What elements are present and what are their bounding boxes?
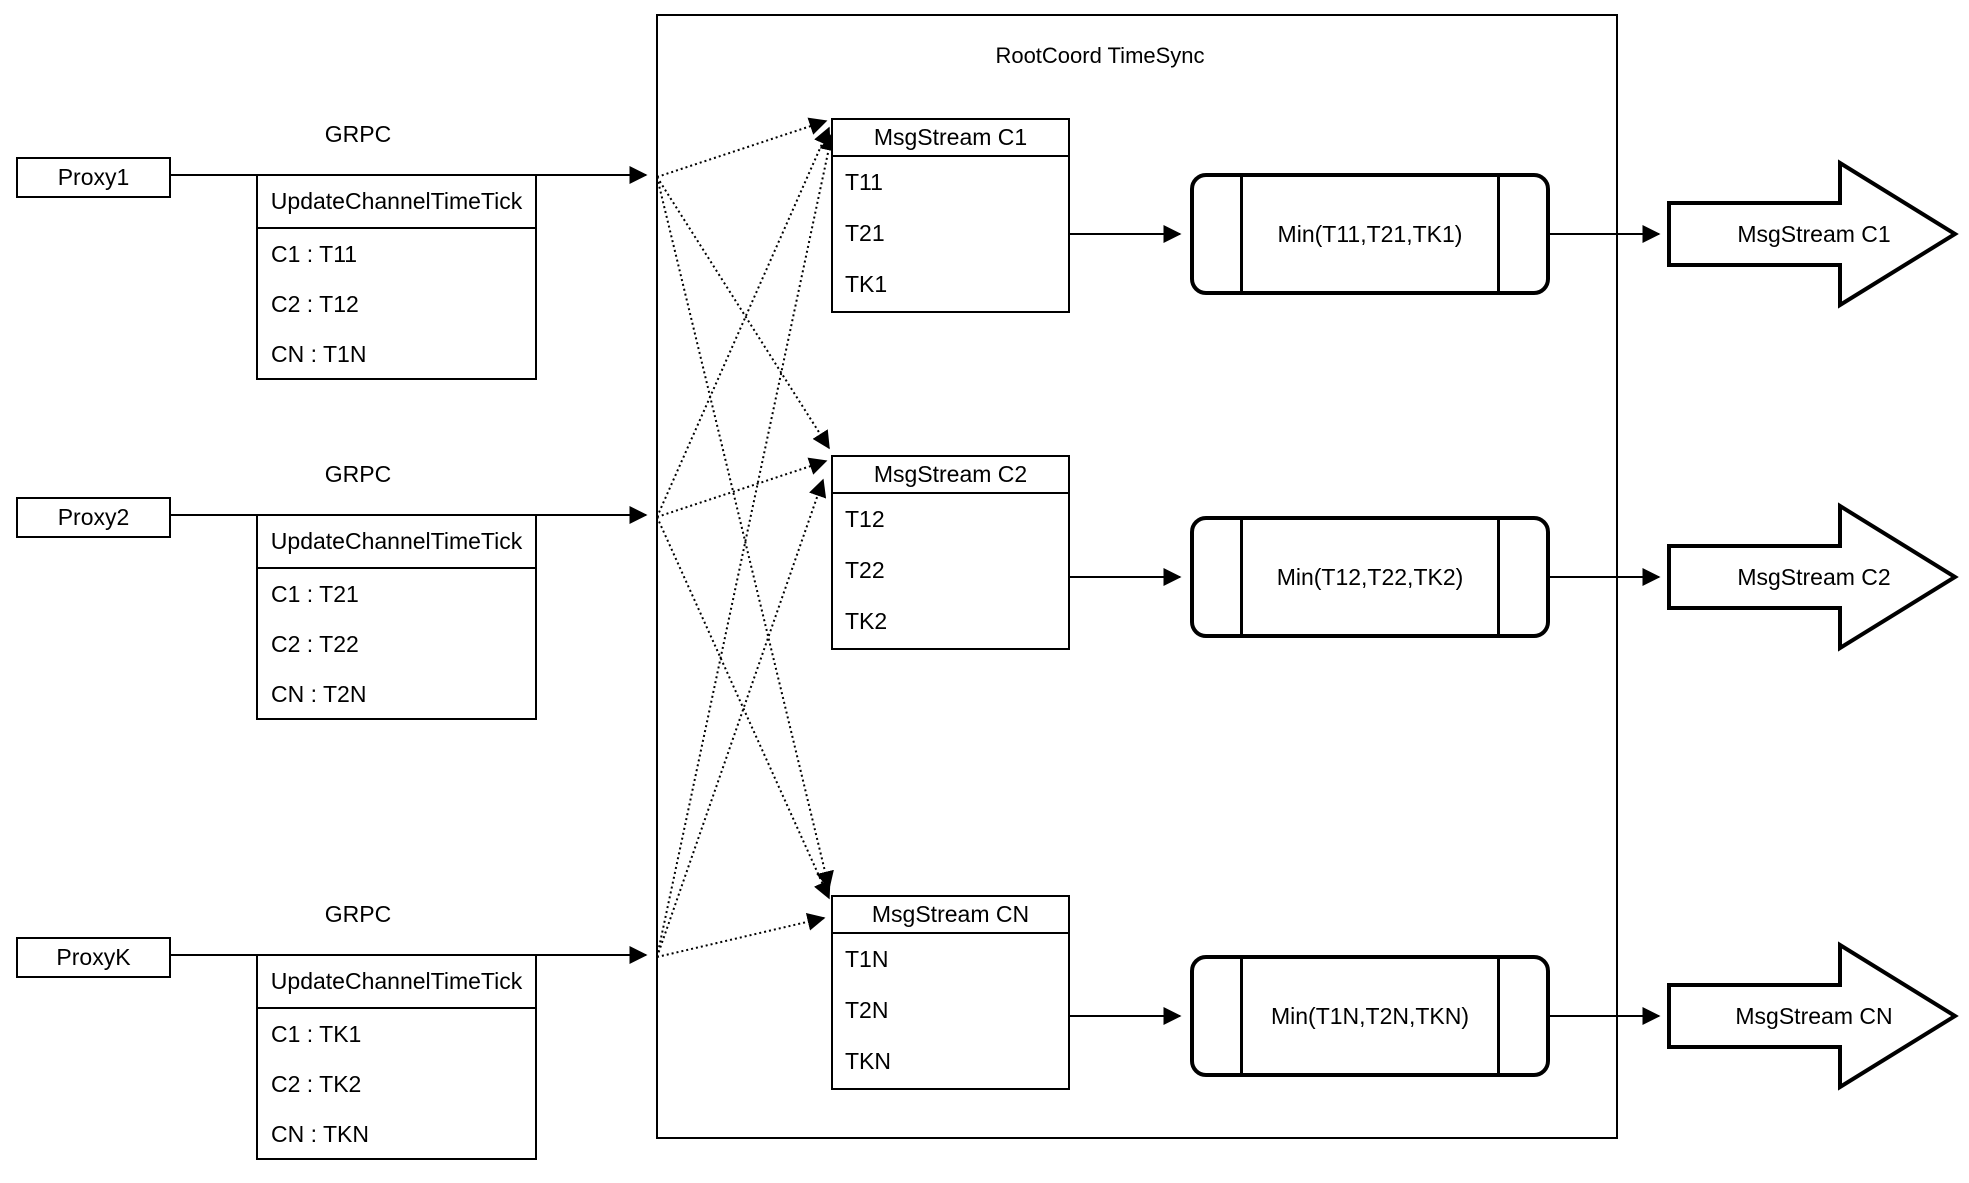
min-c1-label: Min(T11,T21,TK1) bbox=[1277, 220, 1463, 247]
min-c2-label: Min(T12,T22,TK2) bbox=[1276, 563, 1464, 590]
proxy2-grpc-label: GRPC bbox=[324, 461, 392, 487]
min-c2-right-divider bbox=[1497, 520, 1500, 634]
proxy2-box: Proxy2 bbox=[16, 497, 171, 538]
table-row: C2 : TK2 bbox=[271, 1070, 362, 1097]
proxy1-label: Proxy1 bbox=[57, 164, 130, 190]
table-row: T22 bbox=[845, 557, 885, 583]
proxyk-grpc-label: GRPC bbox=[324, 901, 392, 927]
min-c1-right-divider bbox=[1497, 177, 1500, 291]
table-row: C1 : T21 bbox=[271, 580, 359, 607]
proxy1-table-title: UpdateChannelTimeTick bbox=[258, 176, 535, 229]
output-block-arrows bbox=[1667, 159, 1959, 1091]
table-row: T12 bbox=[845, 506, 885, 532]
rootcoord-timesync-title: RootCoord TimeSync bbox=[995, 43, 1205, 68]
table-row: C2 : T12 bbox=[271, 290, 359, 317]
msgstream-c1-output-label: MsgStream C1 bbox=[1737, 220, 1891, 247]
proxyk-box: ProxyK bbox=[16, 937, 171, 978]
proxyk-timetick-table: UpdateChannelTimeTick C1 : TK1 C2 : TK2 … bbox=[256, 954, 537, 1160]
msgstream-c2-output-label: MsgStream C2 bbox=[1737, 563, 1891, 590]
proxyk-label: ProxyK bbox=[56, 944, 131, 970]
table-row: TK2 bbox=[845, 608, 888, 634]
msgstream-cn-table: MsgStream CN T1N T2N TKN bbox=[831, 895, 1070, 1090]
table-row: CN : TKN bbox=[271, 1120, 369, 1147]
min-cn-left-divider bbox=[1240, 959, 1243, 1073]
min-c2-box: Min(T12,T22,TK2) bbox=[1190, 516, 1550, 638]
proxy1-box: Proxy1 bbox=[16, 157, 171, 198]
min-c2-left-divider bbox=[1240, 520, 1243, 634]
table-row: C1 : TK1 bbox=[271, 1020, 362, 1047]
min-c1-box: Min(T11,T21,TK1) bbox=[1190, 173, 1550, 295]
proxy2-table-title: UpdateChannelTimeTick bbox=[258, 516, 535, 569]
table-row: TKN bbox=[845, 1048, 891, 1074]
msgstream-cn-output-label: MsgStream CN bbox=[1735, 1002, 1893, 1029]
proxy1-grpc-label: GRPC bbox=[324, 121, 392, 147]
table-row: T21 bbox=[845, 220, 885, 246]
proxy2-label: Proxy2 bbox=[57, 504, 130, 530]
msgstream-c2-table: MsgStream C2 T12 T22 TK2 bbox=[831, 455, 1070, 650]
table-row: T2N bbox=[845, 997, 889, 1023]
msgstream-c2-title: MsgStream C2 bbox=[833, 457, 1068, 494]
min-cn-label: Min(T1N,T2N,TKN) bbox=[1270, 1002, 1470, 1029]
table-row: T1N bbox=[845, 946, 889, 972]
table-row: C2 : T22 bbox=[271, 630, 359, 657]
min-cn-right-divider bbox=[1497, 959, 1500, 1073]
proxyk-table-title: UpdateChannelTimeTick bbox=[258, 956, 535, 1009]
table-row: T11 bbox=[845, 169, 883, 195]
proxy1-timetick-table: UpdateChannelTimeTick C1 : T11 C2 : T12 … bbox=[256, 174, 537, 380]
min-c1-left-divider bbox=[1240, 177, 1243, 291]
msgstream-c1-title: MsgStream C1 bbox=[833, 120, 1068, 157]
proxy2-timetick-table: UpdateChannelTimeTick C1 : T21 C2 : T22 … bbox=[256, 514, 537, 720]
msgstream-cn-title: MsgStream CN bbox=[833, 897, 1068, 934]
table-row: CN : T2N bbox=[271, 680, 367, 707]
table-row: C1 : T11 bbox=[271, 240, 358, 267]
min-cn-box: Min(T1N,T2N,TKN) bbox=[1190, 955, 1550, 1077]
table-row: TK1 bbox=[845, 271, 888, 297]
msgstream-c1-table: MsgStream C1 T11 T21 TK1 bbox=[831, 118, 1070, 313]
table-row: CN : T1N bbox=[271, 340, 367, 367]
